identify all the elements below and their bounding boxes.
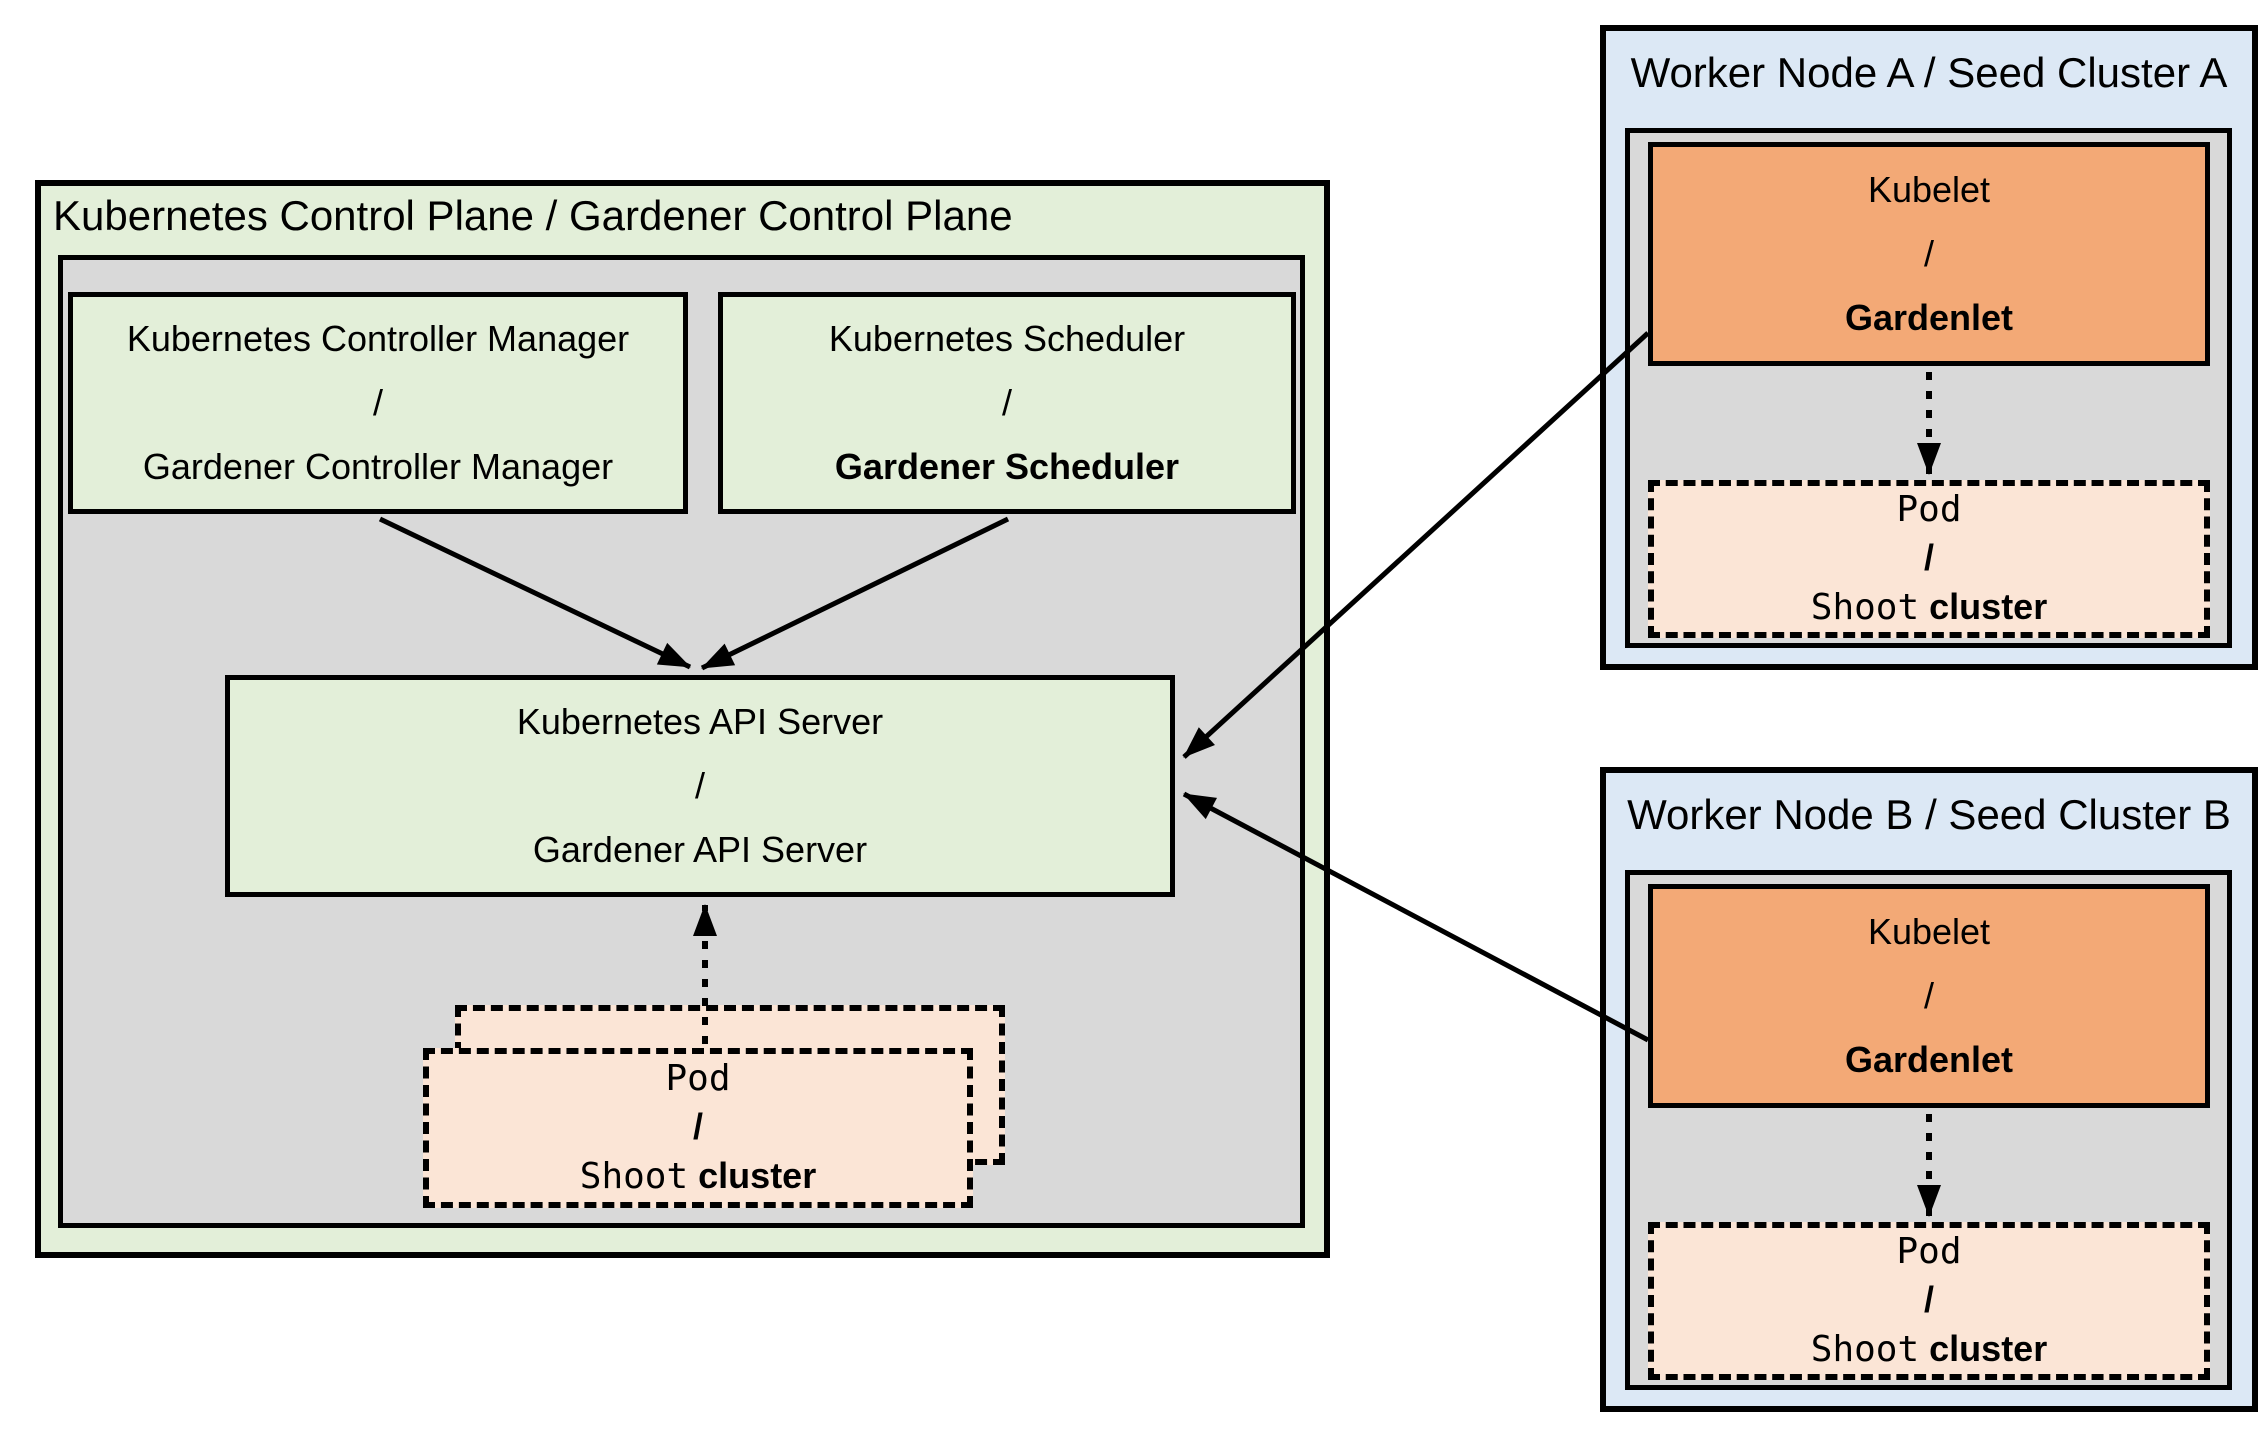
pod-a-separator: / (1923, 537, 1934, 579)
kubelet-b-box: Kubelet / Gardenlet (1648, 884, 2210, 1108)
pod-line2: Shoot cluster (580, 1152, 816, 1201)
controller-manager-line1: Kubernetes Controller Manager (126, 317, 630, 359)
controller-manager-separator: / (372, 381, 383, 423)
worker-node-b-panel: Worker Node B / Seed Cluster B Kubelet /… (1600, 767, 2258, 1412)
api-server-box: Kubernetes API Server / Gardener API Ser… (225, 675, 1175, 897)
kubelet-a-line2: Gardenlet (1844, 297, 2014, 339)
pod-a-line2: Shoot cluster (1811, 583, 2047, 632)
pod-b-line2-text: cluster (1929, 1327, 2048, 1369)
kubelet-a-line1: Kubelet (1867, 168, 1991, 210)
kubelet-b-line2: Gardenlet (1844, 1039, 2014, 1081)
pod-a-box: Pod / Shoot cluster (1648, 480, 2210, 638)
kubelet-a-box: Kubelet / Gardenlet (1648, 142, 2210, 366)
scheduler-box: Kubernetes Scheduler / Gardener Schedule… (718, 292, 1296, 514)
pod-b-line1: Pod (1896, 1231, 1962, 1273)
pod-b-line2-code: Shoot (1810, 1328, 1920, 1370)
scheduler-line1: Kubernetes Scheduler (828, 317, 1186, 359)
worker-node-a-panel: Worker Node A / Seed Cluster A Kubelet /… (1600, 25, 2258, 670)
worker-node-a-inner-area: Kubelet / Gardenlet Pod / Shoot cluster (1625, 128, 2232, 648)
pod-b-line2: Shoot cluster (1811, 1325, 2047, 1374)
pod-b-separator: / (1923, 1279, 1934, 1321)
worker-node-a-title: Worker Node A / Seed Cluster A (1630, 49, 2228, 96)
worker-node-b-title: Worker Node B / Seed Cluster B (1627, 791, 2231, 838)
pod-line2-text: cluster (698, 1154, 817, 1196)
kubelet-b-line1: Kubelet (1867, 910, 1991, 952)
pod-a-line2-text: cluster (1929, 585, 2048, 627)
pod-line2-code: Shoot (579, 1155, 689, 1197)
kubelet-b-separator: / (1923, 974, 1934, 1016)
control-plane-panel: Kubernetes Control Plane / Gardener Cont… (35, 180, 1330, 1258)
pod-a-line1: Pod (1896, 489, 1962, 531)
worker-node-b-inner-area: Kubelet / Gardenlet Pod / Shoot cluster (1625, 870, 2232, 1390)
control-plane-title: Kubernetes Control Plane / Gardener Cont… (53, 192, 1013, 239)
api-server-line2: Gardener API Server (532, 829, 868, 871)
control-plane-inner-area: Kubernetes Controller Manager / Gardener… (58, 255, 1305, 1228)
pod-b-box: Pod / Shoot cluster (1648, 1222, 2210, 1380)
pod-line1: Pod (665, 1058, 731, 1100)
pod-separator: / (692, 1106, 703, 1148)
controller-manager-line2: Gardener Controller Manager (142, 446, 614, 488)
pod-stack-front-box: Pod / Shoot cluster (423, 1048, 973, 1208)
kubelet-a-separator: / (1923, 232, 1934, 274)
scheduler-separator: / (1001, 381, 1012, 423)
controller-manager-box: Kubernetes Controller Manager / Gardener… (68, 292, 688, 514)
api-server-separator: / (694, 764, 705, 806)
pod-a-line2-code: Shoot (1810, 586, 1920, 628)
scheduler-line2: Gardener Scheduler (834, 446, 1180, 488)
api-server-line1: Kubernetes API Server (516, 700, 884, 742)
